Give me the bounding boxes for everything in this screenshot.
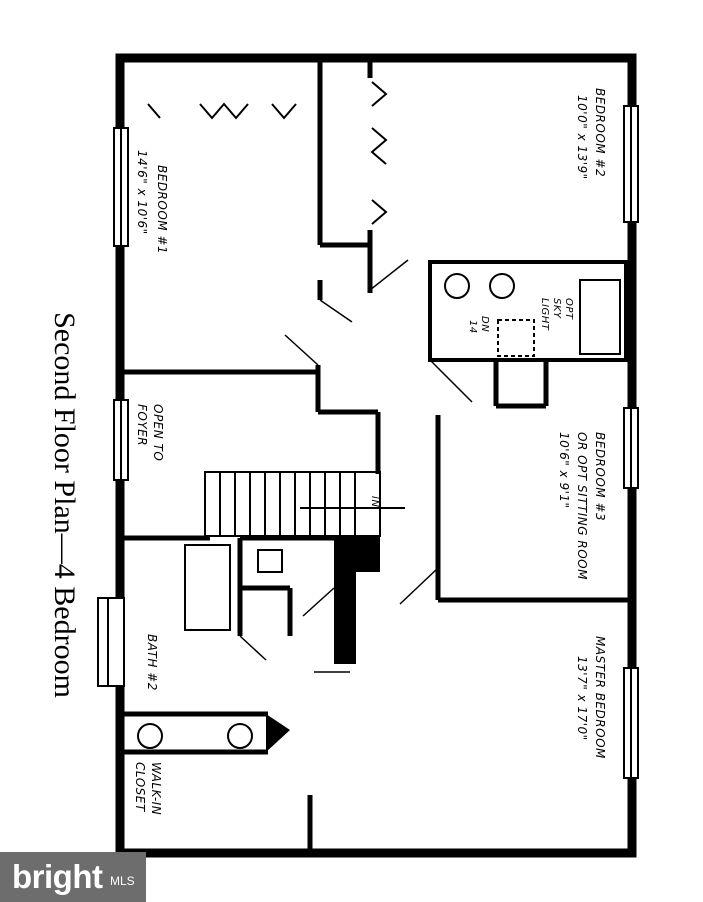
open-foyer-line2: FOYER xyxy=(135,404,149,446)
watermark-suffix: MLS xyxy=(110,874,135,888)
down-line2: 14 xyxy=(467,320,478,334)
bath2-label: BATH #2 xyxy=(145,634,159,691)
walkin-line2: CLOSET xyxy=(133,762,147,813)
bedroom3-label: BEDROOM #3 xyxy=(593,432,607,521)
chase-block xyxy=(334,572,356,664)
door-swings xyxy=(239,259,473,673)
closet-doors xyxy=(147,81,388,225)
master-label: MASTER BEDROOM xyxy=(593,636,607,759)
bedroom2-label: BEDROOM #2 xyxy=(593,88,607,177)
bedroom1-dims: 14'6" x 10'6" xyxy=(135,150,149,235)
mls-watermark: bright MLS xyxy=(0,852,146,902)
master-dims: 13'7" x 17'0" xyxy=(575,656,589,741)
fixtures xyxy=(137,273,621,749)
down-line1: DN xyxy=(479,316,490,332)
skylight-line1: OPT xyxy=(563,298,574,320)
skylight-line2: SKY xyxy=(551,298,562,319)
staircase xyxy=(204,471,405,537)
plan-title: Second Floor Plan—4 Bedroom xyxy=(48,312,81,698)
bedroom2-dims: 10'0" x 13'9" xyxy=(575,95,589,180)
bedroom1-label: BEDROOM #1 xyxy=(155,165,169,254)
chimney-block xyxy=(334,536,380,572)
skylight-line3: LIGHT xyxy=(539,298,550,331)
bedroom3-dims: 10'6" x 9'1" xyxy=(557,432,571,509)
windows xyxy=(97,105,639,779)
bedroom3-alt: OR OPT SITTING ROOM xyxy=(575,432,589,580)
stair-in-label: IN xyxy=(369,496,380,507)
interior-walls xyxy=(124,62,628,850)
walkin-line1: WALK-IN xyxy=(149,762,163,815)
wall-column xyxy=(266,714,290,752)
open-foyer-line1: OPEN TO xyxy=(151,404,165,461)
watermark-brand: bright xyxy=(12,858,103,895)
room-labels: BEDROOM #2 10'0" x 13'9" BEDROOM #1 14'6… xyxy=(133,88,607,815)
